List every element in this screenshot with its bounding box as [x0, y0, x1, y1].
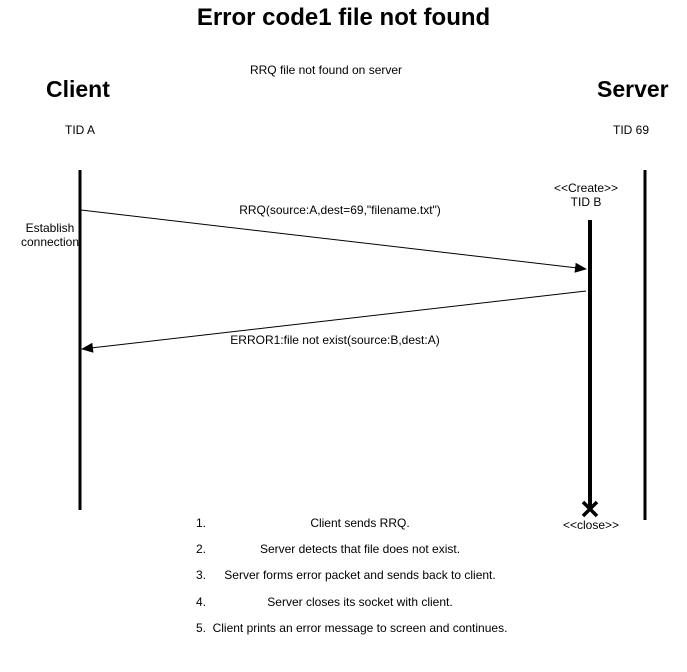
step-number: 3.: [196, 568, 207, 583]
rrq-arrow: [80, 209, 587, 273]
message-error-label: ERROR1:file not exist(source:B,dest:A): [230, 333, 440, 347]
message-rrq-label: RRQ(source:A,dest=69,"filename.txt"): [239, 203, 441, 217]
destroy-x-icon: [581, 500, 599, 518]
server-tid-label: TID 69: [613, 123, 650, 137]
client-tid-label: TID A: [65, 123, 96, 137]
create-stereotype-label: <<Create>>: [553, 181, 619, 195]
step-number: 4.: [196, 594, 207, 609]
establish-line-2: connection: [20, 235, 80, 249]
error-arrow: [81, 290, 587, 353]
client-actor-label: Client: [46, 76, 110, 102]
child-tid-label: TID B: [570, 195, 602, 209]
step-item: 3. Server forms error packet and sends ba…: [188, 564, 528, 590]
child-process-header: <<Create>> TID B: [540, 181, 632, 209]
step-item: 4. Server closes its socket with client.: [188, 591, 528, 617]
establish-line-1: Establish: [25, 221, 75, 235]
step-text: Server closes its socket with client.: [267, 594, 453, 609]
establish-connection-note: Establish connection: [15, 221, 85, 249]
step-text: Server forms error packet and sends back…: [224, 568, 496, 583]
step-item: 5. Client prints an error message to scre…: [188, 617, 528, 643]
diagram-subtitle: RRQ file not found on server: [249, 63, 403, 77]
diagram-title: Error code1 file not found: [196, 4, 491, 31]
step-text: Server detects that file does not exist.: [259, 542, 461, 557]
step-text: Client prints an error message to screen…: [212, 620, 508, 635]
step-number: 5.: [196, 620, 207, 635]
step-number: 1.: [196, 516, 207, 530]
steps-list: 1. Client sends RRQ. 2. Server detects tha…: [188, 512, 528, 643]
step-item: 1. Client sends RRQ.: [188, 512, 528, 538]
close-stereotype-label: <<close>>: [562, 518, 620, 532]
step-text: Client sends RRQ.: [310, 516, 410, 530]
step-number: 2.: [196, 542, 207, 557]
server-actor-label: Server: [597, 76, 669, 102]
step-item: 2. Server detects that file does not exis…: [188, 538, 528, 564]
